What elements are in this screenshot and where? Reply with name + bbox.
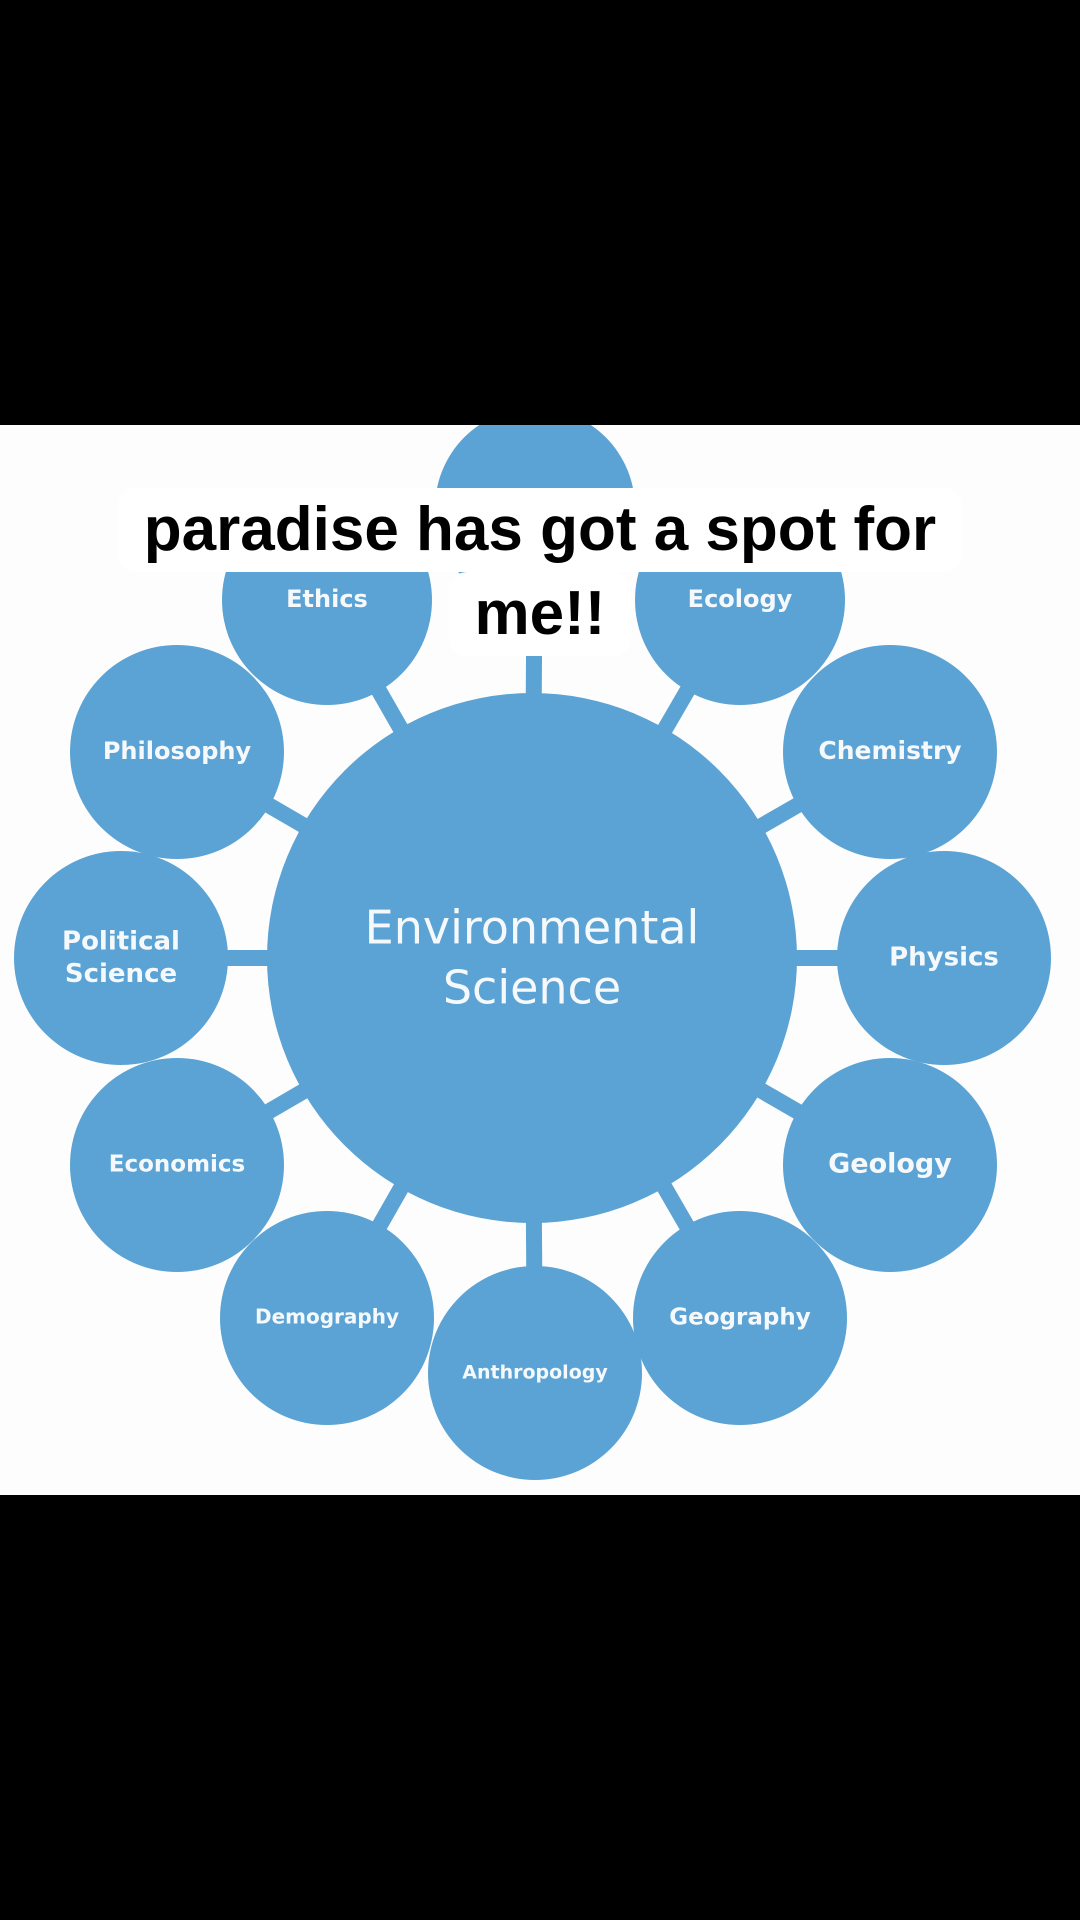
center-circle bbox=[267, 693, 797, 1223]
connector-geology bbox=[748, 1078, 811, 1124]
node-circle-chemistry bbox=[783, 645, 997, 859]
node-label-chemistry: Chemistry bbox=[818, 736, 961, 765]
node-economics: Economics bbox=[70, 1058, 284, 1272]
node-label-anthropology: Anthropology bbox=[462, 1362, 608, 1384]
node-circle-physics bbox=[837, 851, 1051, 1065]
connector-geography bbox=[652, 1174, 699, 1239]
node-circle-philosophy bbox=[70, 645, 284, 859]
node-circle-geology bbox=[783, 1058, 997, 1272]
node-label-geology: Geology bbox=[828, 1149, 952, 1180]
caption-line-1: paradise has got a spot for bbox=[117, 488, 963, 572]
connector-ethics bbox=[367, 678, 413, 741]
node-label-ethics: Ethics bbox=[286, 585, 368, 613]
node-label-economics: Economics bbox=[109, 1152, 246, 1178]
node-chemistry: Chemistry bbox=[783, 645, 997, 859]
node-label-political-science-2: Science bbox=[65, 959, 177, 989]
node-circle-geography bbox=[633, 1211, 847, 1425]
node-circle-economics bbox=[70, 1058, 284, 1272]
connector-ecology bbox=[653, 678, 700, 742]
caption: paradise has got a spot for me!! bbox=[0, 488, 1080, 656]
node-label-philosophy: Philosophy bbox=[103, 737, 252, 765]
node-label-political-science-1: Political bbox=[62, 926, 180, 956]
node-geology: Geology bbox=[783, 1058, 997, 1272]
node-circle-anthropology bbox=[428, 1266, 642, 1480]
node-label-demography: Demography bbox=[255, 1305, 399, 1329]
node-circle-political-science bbox=[14, 851, 228, 1065]
node-label-physics: Physics bbox=[889, 943, 999, 973]
center-label-line2: Science bbox=[443, 961, 621, 1015]
node-geography: Geography bbox=[633, 1211, 847, 1425]
connector-chemistry bbox=[749, 793, 810, 838]
node-label-ecology: Ecology bbox=[688, 585, 793, 613]
node-label-geography: Geography bbox=[669, 1305, 810, 1331]
center-label-line1: Environmental bbox=[365, 901, 700, 955]
connector-demography bbox=[368, 1175, 413, 1238]
node-philosophy: Philosophy bbox=[70, 645, 284, 859]
center-node: Environmental Science bbox=[267, 693, 797, 1223]
caption-line-2: me!! bbox=[448, 572, 632, 656]
node-anthropology: Anthropology bbox=[428, 1266, 642, 1480]
node-demography: Demography bbox=[220, 1211, 434, 1425]
node-circle-demography bbox=[220, 1211, 434, 1425]
node-physics: Physics bbox=[837, 851, 1051, 1065]
